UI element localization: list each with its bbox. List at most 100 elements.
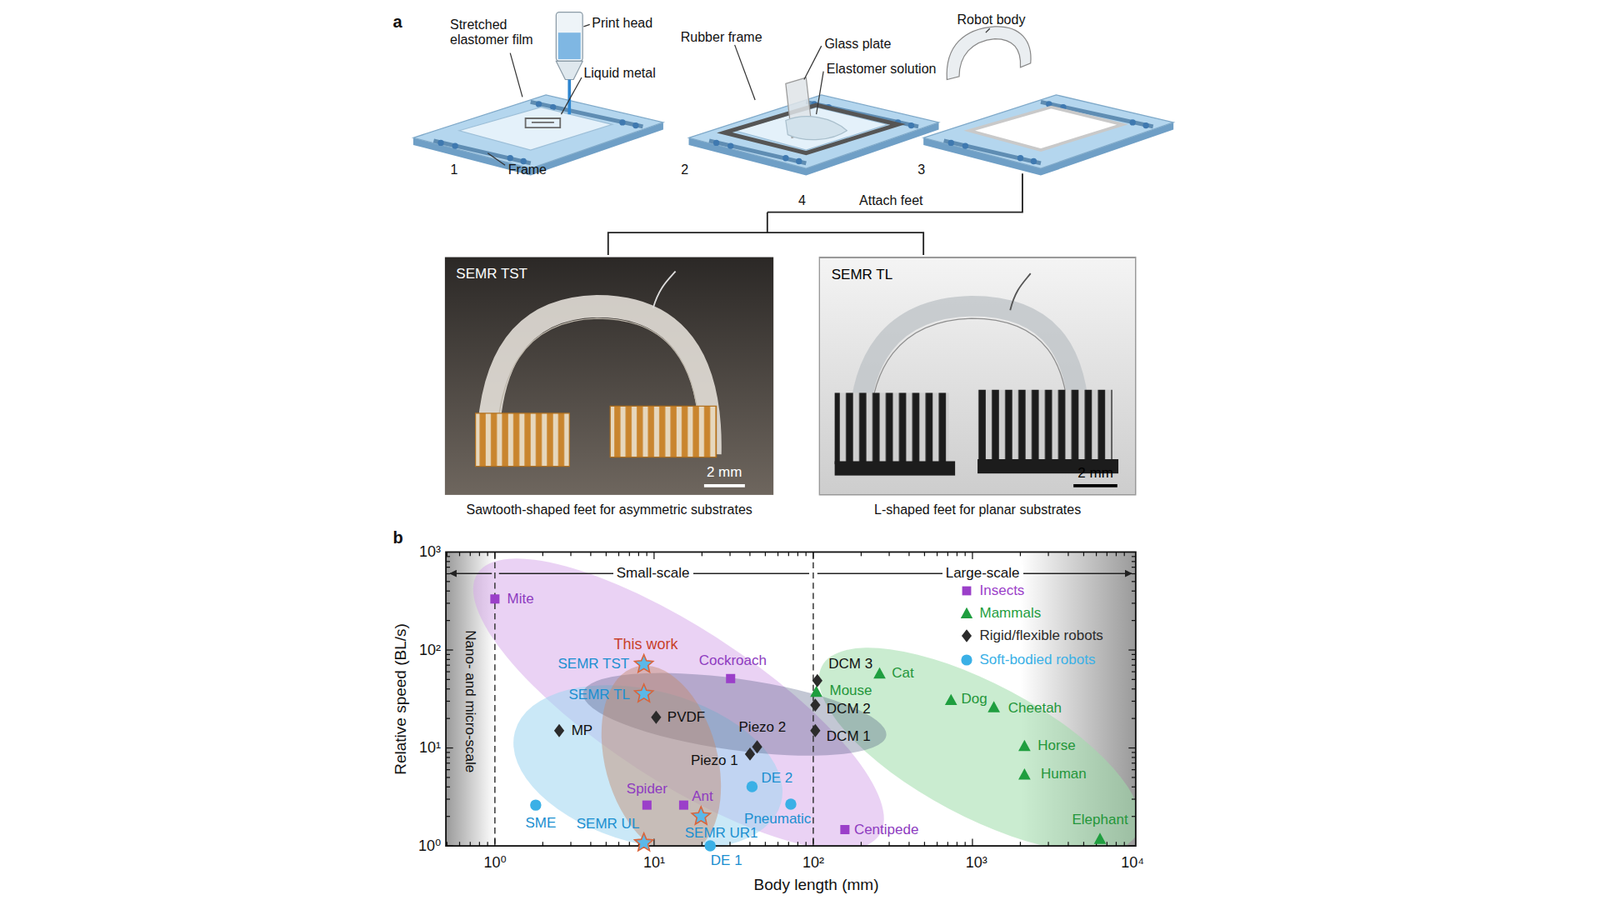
tick — [1131, 659, 1136, 660]
tick — [487, 551, 489, 556]
robot-marker — [812, 674, 823, 688]
tick — [445, 679, 450, 680]
tick — [445, 659, 450, 660]
tick — [812, 839, 814, 847]
point-label: Spider — [626, 780, 668, 798]
scale-bar-label: 2 mm — [706, 464, 743, 481]
tick — [590, 841, 591, 846]
axis-title: Body length (mm) — [754, 875, 880, 895]
tick — [1047, 551, 1049, 556]
legend-text: Rigid/flexible robots — [980, 627, 1104, 645]
tick — [445, 560, 450, 562]
tick — [629, 551, 630, 556]
tick — [479, 551, 480, 556]
tick — [701, 841, 703, 846]
tick — [1131, 776, 1136, 778]
photo-panel: SEMR TST2 mm — [445, 257, 774, 495]
tick — [445, 776, 450, 778]
tick — [445, 751, 450, 753]
this-work-marker — [635, 833, 654, 851]
tick — [812, 551, 814, 560]
tick — [1131, 602, 1136, 604]
point-label: Piezo 1 — [690, 752, 739, 770]
tick — [445, 845, 454, 846]
tick — [1124, 551, 1125, 556]
tick — [446, 551, 448, 556]
tick — [445, 649, 454, 650]
tick — [470, 551, 471, 556]
tick — [924, 841, 925, 846]
tick — [1131, 751, 1136, 753]
tick — [936, 551, 938, 556]
tick — [1067, 551, 1069, 556]
tick — [788, 551, 790, 556]
tick — [445, 786, 450, 788]
point-label: Cat — [891, 665, 914, 682]
tick — [445, 620, 450, 621]
point-label: DCM 3 — [828, 655, 873, 673]
insect-marker — [642, 800, 652, 810]
tick — [618, 841, 620, 846]
point-label: SEMR TST — [558, 655, 630, 673]
tick — [908, 551, 910, 556]
tick — [947, 551, 949, 556]
point-label: Mouse — [830, 682, 873, 700]
part-label: Frame — [508, 162, 547, 178]
tick — [888, 841, 890, 846]
tick — [1067, 841, 1069, 846]
tick — [777, 551, 779, 556]
photo-sawtooth-robot — [445, 257, 774, 495]
tick — [445, 555, 450, 557]
tick — [971, 839, 973, 847]
tick — [971, 551, 973, 560]
insect-marker — [679, 800, 689, 810]
chart-marks — [445, 551, 1136, 851]
legend-swatch — [959, 652, 975, 668]
part-label: Elastomer solution — [826, 61, 937, 77]
robot-marker — [810, 698, 820, 712]
tick — [1131, 665, 1136, 666]
tick — [445, 573, 450, 575]
insect-marker — [961, 586, 971, 596]
tick — [1131, 815, 1136, 817]
tick — [638, 551, 640, 556]
tick-label: 10³ — [965, 854, 988, 872]
tick — [605, 551, 607, 556]
region-label: Nano- and micro-scale — [462, 630, 480, 774]
tick — [470, 841, 471, 846]
point-label: Dog — [960, 690, 987, 708]
tick — [860, 841, 862, 846]
robot-marker — [650, 710, 661, 725]
point-label: DE 1 — [710, 852, 743, 870]
point-label: MP — [571, 722, 594, 740]
tick — [1131, 756, 1136, 758]
point-label: Pneumatic — [744, 810, 811, 828]
point-label: Piezo 2 — [739, 719, 787, 736]
tick-label: 10³ — [419, 543, 441, 561]
insect-marker — [725, 674, 735, 684]
tick — [445, 602, 450, 604]
legend-swatch — [959, 583, 975, 599]
soft-robot-marker — [960, 655, 972, 666]
mammal-marker — [1018, 768, 1031, 780]
tick — [797, 841, 799, 846]
mammal-marker — [960, 607, 972, 619]
this-work-marker — [635, 655, 654, 673]
tick — [749, 551, 750, 556]
tick — [445, 580, 450, 582]
tick — [1083, 551, 1085, 556]
tick — [445, 688, 450, 690]
tick — [1131, 769, 1136, 770]
tick — [936, 841, 938, 846]
tick — [459, 551, 460, 556]
tick — [1128, 747, 1136, 749]
this-work-marker — [691, 806, 710, 825]
tick — [805, 841, 807, 846]
robot-marker — [961, 629, 972, 643]
tick — [1131, 555, 1136, 557]
axis-title: Relative speed (BL/s) — [391, 623, 410, 775]
tick — [1124, 841, 1125, 846]
tick — [805, 551, 807, 556]
tick — [479, 841, 480, 846]
